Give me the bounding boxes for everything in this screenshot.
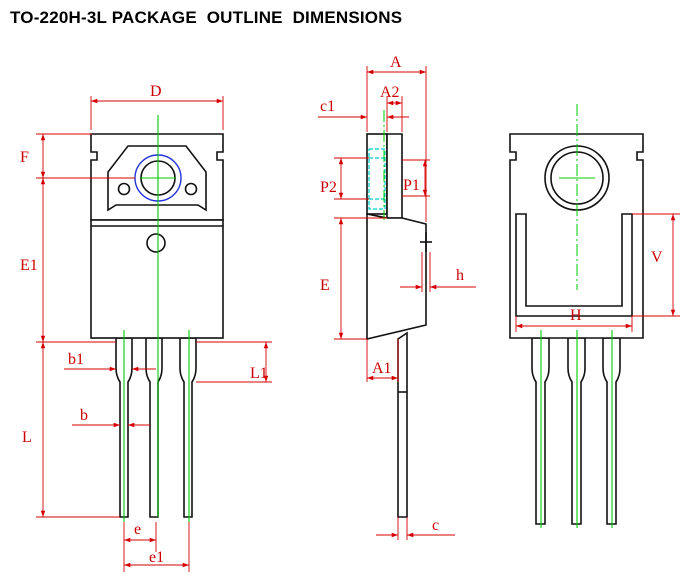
- label-c1: c1: [320, 98, 335, 115]
- side-dimensions: A A2 c1 P2 P1 E h A1: [318, 54, 476, 540]
- diagram-title: TO-220H-3L PACKAGE OUTLINE DIMENSIONS: [10, 8, 403, 27]
- label-e1: e1: [149, 549, 164, 566]
- label-L: L: [22, 429, 32, 446]
- label-E: E: [320, 277, 330, 294]
- label-b: b: [80, 407, 88, 424]
- label-b1: b1: [68, 351, 84, 368]
- label-L1: L1: [250, 365, 268, 382]
- front-tab: [90, 133, 224, 221]
- label-P1: P1: [403, 177, 420, 194]
- label-e: e: [134, 521, 141, 538]
- front-dimensions: D F E1 L L1 b1 b e e1: [20, 83, 272, 572]
- label-h: h: [456, 267, 464, 284]
- side-view: [366, 110, 432, 518]
- label-A: A: [390, 54, 402, 71]
- label-D: D: [150, 83, 162, 100]
- label-H: H: [570, 307, 582, 324]
- front-view: [90, 115, 224, 522]
- front-body: [90, 219, 224, 339]
- label-A2: A2: [380, 84, 400, 101]
- front-leads: [115, 337, 197, 518]
- label-c: c: [432, 517, 439, 534]
- label-F: F: [20, 149, 29, 166]
- back-leads: [531, 337, 621, 525]
- label-E1: E1: [20, 257, 38, 274]
- back-view: [509, 104, 644, 528]
- back-dimensions: V H: [515, 213, 680, 332]
- label-P2: P2: [320, 179, 337, 196]
- label-A1: A1: [372, 360, 392, 377]
- label-V: V: [651, 249, 663, 266]
